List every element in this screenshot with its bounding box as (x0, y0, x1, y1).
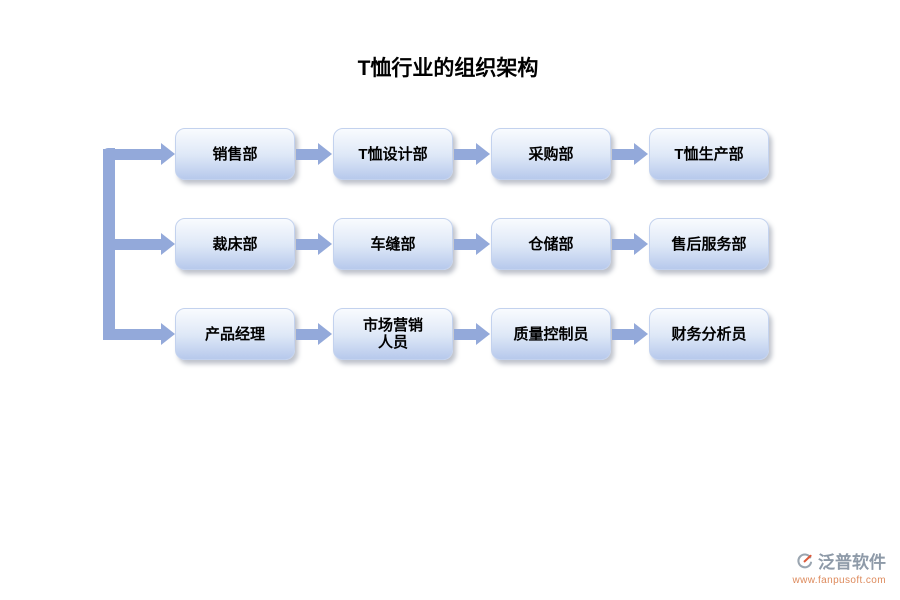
arrow-right-icon (453, 323, 491, 345)
arrow-right-icon (295, 143, 333, 165)
org-row-3: 产品经理 市场营销人员 质量控制员 财务分析员 (175, 308, 769, 360)
org-node-label: 市场营销人员 (362, 317, 423, 351)
org-node-r3c1: 产品经理 (175, 308, 295, 360)
arrow-right-icon (611, 143, 649, 165)
org-node-r1c1: 销售部 (175, 128, 295, 180)
org-node-label: 仓储部 (528, 235, 574, 253)
org-node-r3c3: 质量控制员 (491, 308, 611, 360)
org-node-label: T恤生产部 (674, 145, 744, 163)
arrow-right-icon (295, 233, 333, 255)
org-node-label: 质量控制员 (513, 325, 589, 343)
org-node-label: 产品经理 (204, 325, 265, 343)
org-node-label: T恤设计部 (358, 145, 428, 163)
connector-arrow-row2-icon (103, 233, 175, 255)
org-node-r1c2: T恤设计部 (333, 128, 453, 180)
arrow-right-icon (295, 323, 333, 345)
org-row-1: 销售部 T恤设计部 采购部 T恤生产部 (175, 128, 769, 180)
org-node-label: 售后服务部 (671, 235, 747, 253)
org-node-r3c2: 市场营销人员 (333, 308, 453, 360)
org-node-r2c4: 售后服务部 (649, 218, 769, 270)
org-node-r1c4: T恤生产部 (649, 128, 769, 180)
org-node-r3c4: 财务分析员 (649, 308, 769, 360)
org-node-label: 车缝部 (370, 235, 416, 253)
left-connector (103, 143, 175, 345)
fanpu-logo-icon (797, 552, 813, 569)
arrow-right-icon (611, 233, 649, 255)
watermark: 泛普软件 www.fanpusoft.com (792, 548, 886, 586)
brand-url: www.fanpusoft.com (792, 575, 886, 586)
org-node-label: 财务分析员 (671, 325, 747, 343)
org-node-label: 销售部 (212, 145, 258, 163)
org-node-r2c3: 仓储部 (491, 218, 611, 270)
connector-arrow-row1-icon (103, 143, 175, 165)
org-node-r2c2: 车缝部 (333, 218, 453, 270)
arrow-right-icon (611, 323, 649, 345)
arrow-right-icon (453, 143, 491, 165)
org-node-label: 裁床部 (212, 235, 258, 253)
connector-arrow-row3-icon (103, 323, 175, 345)
org-row-2: 裁床部 车缝部 仓储部 售后服务部 (175, 218, 769, 270)
org-node-r2c1: 裁床部 (175, 218, 295, 270)
org-node-r1c3: 采购部 (491, 128, 611, 180)
page-title: T恤行业的组织架构 (357, 57, 539, 80)
org-node-label: 采购部 (528, 145, 574, 163)
arrow-right-icon (453, 233, 491, 255)
brand-name: 泛普软件 (818, 553, 886, 572)
